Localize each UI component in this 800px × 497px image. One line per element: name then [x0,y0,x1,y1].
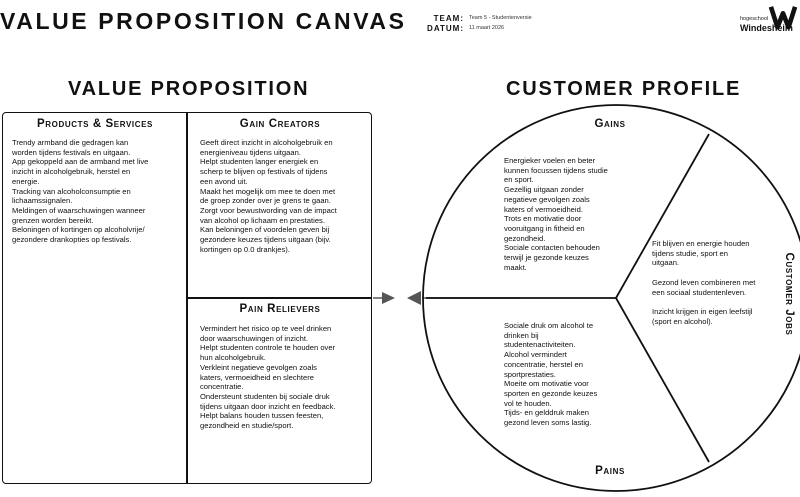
circle-divider-top [615,133,710,299]
customer-jobs-title: Customer Jobs [783,252,795,336]
team-label: TEAM: [433,14,464,23]
pains-title: Pains [595,465,625,477]
arrow-left-head [382,292,395,304]
gains-text: Energieker voelen en beter kunnen focuss… [504,156,608,272]
gain-creators-title: Gain Creators [239,118,321,130]
products-services-title: Products & Services [37,118,153,130]
circle-divider-bottom [615,297,710,463]
date-value: 11 maart 2026 [469,25,505,31]
customer-jobs-text: Fit blijven en energie houden tijdens st… [652,239,756,326]
logo-text-big: Windesheim [740,23,793,33]
customer-profile-circle [422,104,800,492]
team-value: Team 5 - Studentenversie [469,15,532,21]
gains-title: Gains [594,118,626,130]
pains-text: Sociale druk om alcohol te drinken bij s… [504,321,598,428]
windesheim-logo-icon [768,6,798,30]
value-proposition-title: VALUE PROPOSITION [68,78,310,100]
vp-horizontal-divider [186,297,372,299]
pain-relievers-text: Vermindert het risico op te veel drinken… [200,324,336,431]
canvas-title: VALUE PROPOSITION CANVAS [0,8,407,34]
arrow-right-head [407,291,421,305]
gain-creators-text: Geeft direct inzicht in alcoholgebruik e… [200,138,337,254]
pain-relievers-title: Pain Relievers [239,303,321,315]
products-services-text: Trendy armband die gedragen kan worden t… [12,138,149,245]
customer-profile-title: CUSTOMER PROFILE [506,78,742,100]
date-label: DATUM: [427,24,464,33]
logo-text-small: hogeschool [740,16,769,22]
